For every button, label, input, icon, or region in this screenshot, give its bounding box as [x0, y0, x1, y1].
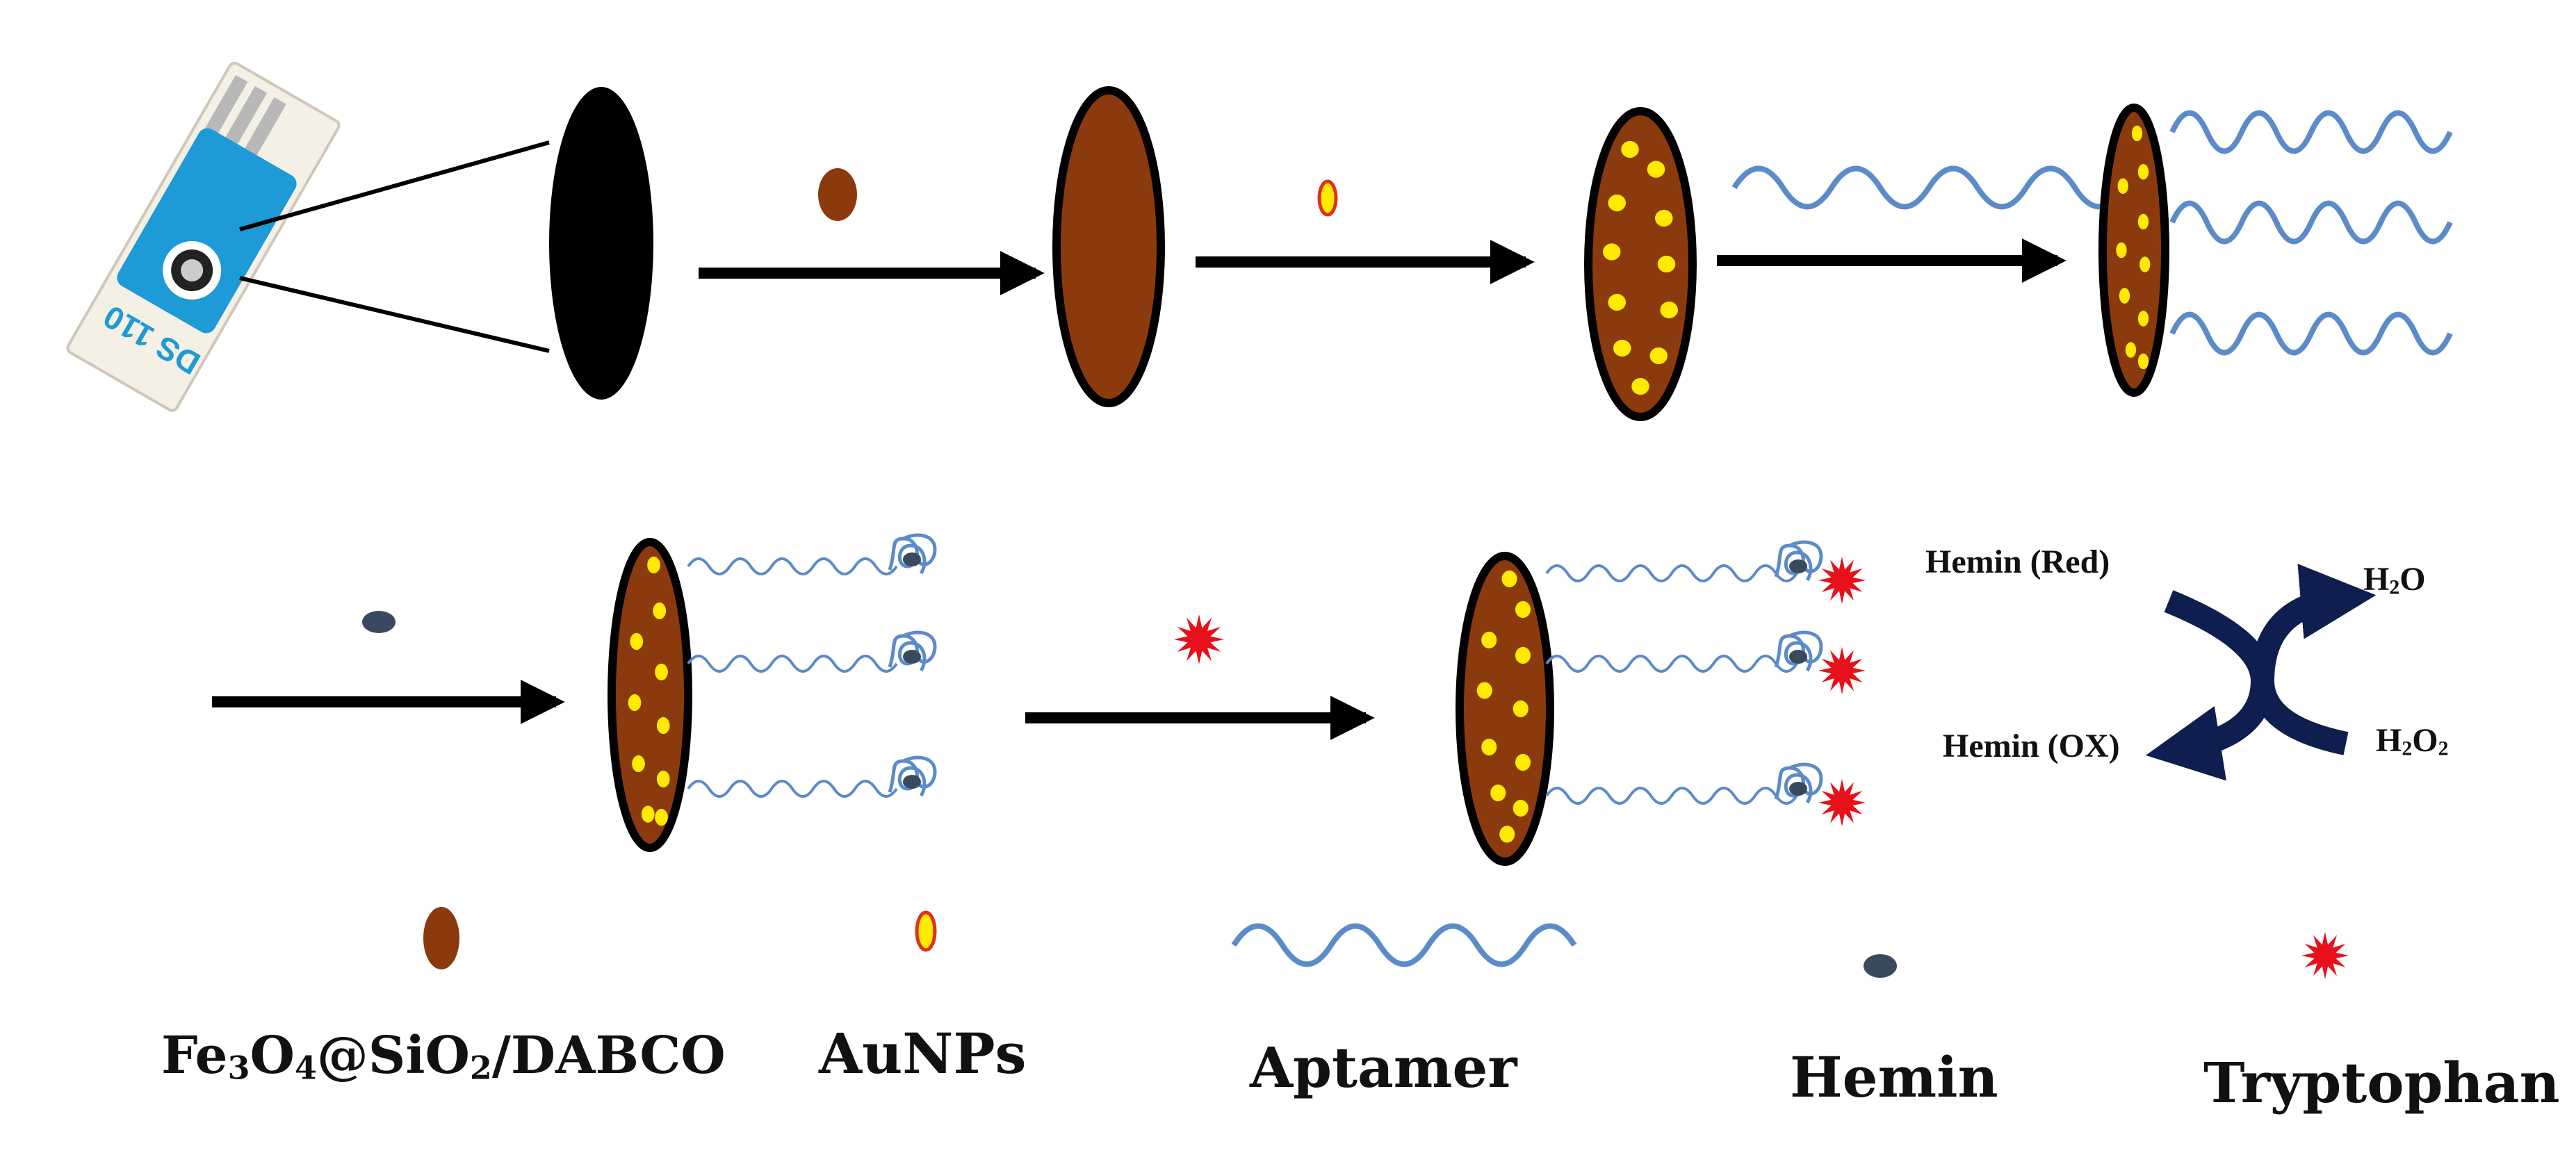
aptamer-strand: [1545, 787, 1798, 805]
hemin-dot: [1789, 650, 1807, 664]
aptamer-hairpin: [888, 755, 937, 797]
aunp-dot: [2125, 342, 2137, 358]
aunp-dot: [655, 663, 668, 681]
aunp-dot: [2117, 178, 2128, 195]
aunp-dot: [1476, 682, 1492, 699]
hemin-dot: [903, 650, 921, 664]
aunp-dot: [632, 755, 645, 773]
aunp-dot: [1490, 784, 1506, 802]
aunp-dot: [1515, 600, 1531, 619]
hemin-particle-icon: [362, 611, 396, 633]
aunp-modified-electrode: [1584, 107, 1697, 421]
aunp-dot: [1515, 753, 1531, 771]
legend-aunp-icon: [915, 910, 937, 952]
tryptophan-bound-electrode: [1456, 540, 1866, 866]
electrode-body: [2098, 104, 2169, 397]
aunp-dot: [1657, 255, 1676, 273]
aptamer-hairpin: [888, 630, 937, 672]
aunp-dot: [1603, 243, 1621, 261]
electrode-body: [1584, 107, 1697, 421]
aunp-dot: [2139, 256, 2151, 272]
legend-fe3o4-icon: [423, 907, 459, 969]
fe3o4-modified-electrode: [1052, 86, 1165, 407]
hemin-dot: [903, 775, 921, 789]
tryptophan-star-icon: [1174, 614, 1224, 664]
aunp-dot: [628, 694, 642, 712]
aunp-dot: [1608, 293, 1626, 311]
aunp-dot: [647, 556, 660, 574]
aunp-dot: [1631, 377, 1649, 395]
aptamer-strand: [687, 557, 898, 575]
aunp-dot: [641, 805, 655, 823]
aunp-dot: [1649, 347, 1668, 365]
aunp-dot: [1660, 301, 1678, 319]
aptamer-hairpin: [888, 533, 937, 575]
aunp-dot: [2137, 311, 2149, 327]
aunp-dot: [2131, 125, 2143, 142]
electrode-body: [608, 538, 692, 852]
aunp-dot: [1621, 140, 1639, 158]
aunp-dot: [630, 632, 644, 650]
aunp-dot: [1513, 799, 1529, 817]
aptamer-strand: [2169, 110, 2453, 154]
aunp-dot: [1501, 570, 1517, 588]
aptamer-hairpin: [1774, 630, 1823, 672]
aunp-dot: [2119, 288, 2130, 304]
aptamer-strand: [2169, 311, 2453, 356]
aunp-dot: [1499, 826, 1515, 843]
legend-hemin-icon: [1864, 954, 1897, 978]
aunp-dot: [1481, 631, 1497, 649]
aunp-particle-icon: [1317, 179, 1338, 217]
hemin-dot: [1789, 782, 1807, 796]
aunp-dot: [1513, 700, 1529, 718]
hemin-redox-cycle: [2146, 564, 2377, 781]
aunp-dot: [656, 770, 670, 788]
aptamer-modified-electrode: [2098, 104, 2453, 397]
aunp-dot: [653, 602, 667, 620]
screen-printed-electrode: DS 110: [66, 61, 550, 412]
aptamer-strand: [1545, 655, 1798, 673]
hemin-loaded-electrode: [608, 533, 937, 852]
aunp-dot: [1655, 209, 1673, 227]
aptamer-hairpin: [1774, 762, 1823, 804]
aptamer-strand: [687, 780, 898, 798]
aptamer-hairpin: [1774, 540, 1823, 582]
aunp-dot: [2116, 242, 2127, 259]
bare-electrode-disk: [549, 87, 653, 400]
aptamer-strand: [687, 655, 898, 673]
hemin-dot: [1789, 559, 1807, 573]
aunp-dot: [1647, 161, 1665, 178]
aptamer-strand-icon: [1731, 165, 2126, 210]
aptamer-strand: [2169, 200, 2453, 245]
tryptophan-star: [1818, 647, 1866, 694]
aptamer-strand: [1545, 564, 1798, 582]
hemin-dot: [903, 552, 921, 566]
aunp-dot: [1515, 646, 1531, 664]
aunp-dot: [2137, 213, 2149, 230]
aunp-dot: [1608, 194, 1626, 212]
fe3o4-particle-icon: [818, 168, 857, 221]
aunp-dot: [655, 808, 668, 826]
tryptophan-star: [1818, 779, 1866, 826]
aunp-dot: [656, 716, 670, 735]
legend-aptamer-icon: [1231, 923, 1577, 967]
aunp-dot: [2137, 353, 2149, 370]
cycle-arrow-to-water: [2164, 564, 2377, 682]
aunp-dot: [2137, 163, 2149, 180]
electrode-body: [1456, 552, 1554, 866]
aunp-dot: [1481, 738, 1497, 756]
legend-tryptophan-icon: [2301, 932, 2349, 979]
aunp-dot: [1613, 339, 1631, 357]
cycle-arrow-to-hemin-ox: [2146, 680, 2349, 781]
tryptophan-star: [1818, 557, 1866, 604]
